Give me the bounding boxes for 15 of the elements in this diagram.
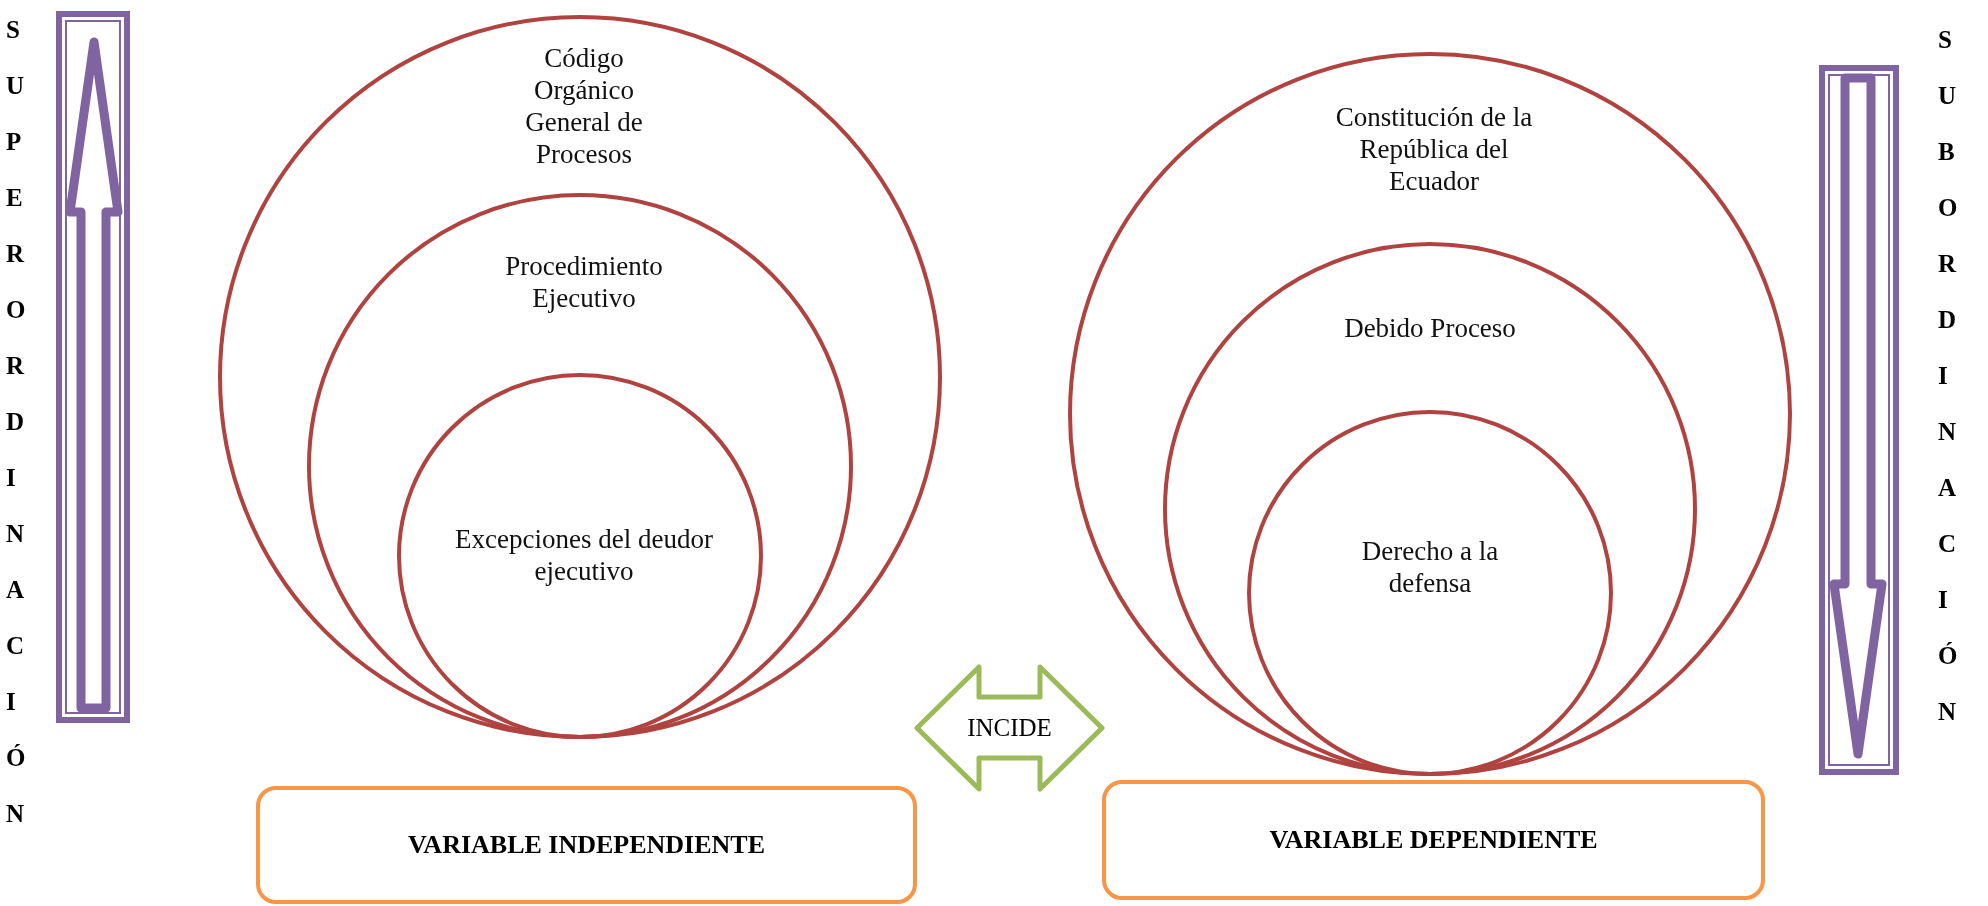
circle <box>218 15 942 739</box>
vertical-label: SUBORDINACIÓN <box>1938 25 1962 727</box>
circle-label: Derecho a la defensa <box>1360 535 1500 599</box>
circle-label: Constitución de la República del Ecuador <box>1334 101 1534 197</box>
label-box: VARIABLE DEPENDIENTE <box>1102 780 1765 900</box>
vertical-label: SUPERORDINACIÓN <box>6 15 30 829</box>
circle-label: Excepciones del deudor ejecutivo <box>454 523 714 587</box>
circle <box>307 193 853 739</box>
circle-label: Procedimiento Ejecutivo <box>504 250 664 314</box>
circle-label: Código Orgánico General de Procesos <box>524 42 644 170</box>
label-box: VARIABLE INDEPENDIENTE <box>256 786 917 904</box>
circle <box>397 373 763 739</box>
circle-label: Debido Proceso <box>1343 312 1517 344</box>
circle <box>1247 410 1613 776</box>
circle <box>1163 242 1697 776</box>
